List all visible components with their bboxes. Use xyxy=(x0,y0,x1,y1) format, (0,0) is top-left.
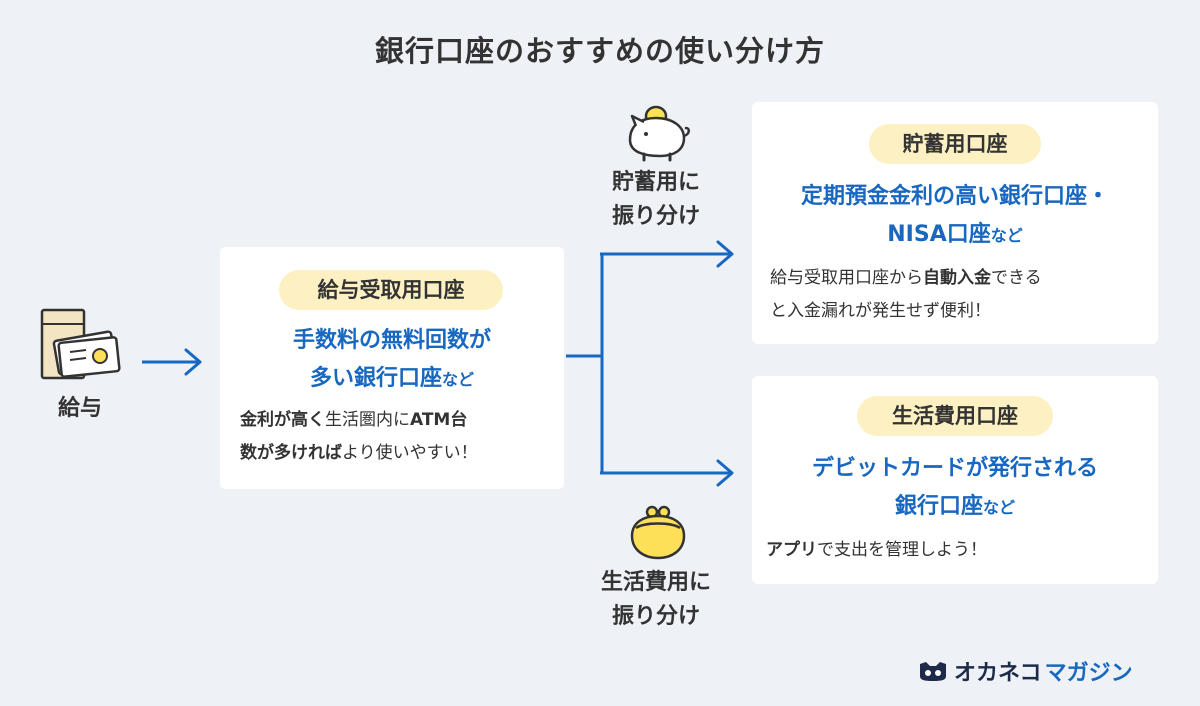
salary-account-head-line1: 手数料の無料回数が xyxy=(292,328,491,353)
living-account-head-small: など xyxy=(983,498,1016,517)
living-account-pill: 生活費用口座 xyxy=(857,396,1053,436)
desc-segment: 自動入金 xyxy=(923,268,991,288)
desc-segment: 数が多ければ xyxy=(240,443,342,463)
savings-route-line1: 貯蓄用に xyxy=(611,170,700,195)
arrow-salary-head xyxy=(184,348,202,376)
desc-segment: で支出を管理しよう！ xyxy=(817,540,987,560)
desc-segment: できる xyxy=(991,268,1042,288)
salary-envelope-icon xyxy=(40,308,121,380)
living-route-label: 生活費用に 振り分け xyxy=(580,566,732,634)
desc-segment: と入金漏れが発生せず便利！ xyxy=(770,301,991,321)
salary-account-head-small: など xyxy=(442,370,475,389)
living-account-head-main: 銀行口座 xyxy=(894,494,983,519)
logo-text-magazine: マガジン xyxy=(1044,661,1133,686)
living-route-line1: 生活費用に xyxy=(600,570,711,595)
salary-account-head-main: 多い銀行口座 xyxy=(309,366,442,391)
salary-label: 給与 xyxy=(57,396,102,421)
salary-account-desc: 金利が高く生活圏内にATM台 数が多ければより使いやすい！ xyxy=(240,404,560,470)
desc-segment: より使いやすい！ xyxy=(342,443,478,463)
living-account-head-line1: デビットカードが発行される xyxy=(811,456,1098,481)
living-account-desc: アプリで支出を管理しよう！ xyxy=(766,534,1150,567)
living-account-desc-line1: アプリで支出を管理しよう！ xyxy=(766,534,1150,567)
desc-segment: ATM台 xyxy=(410,410,468,430)
savings-route-line2: 振り分け xyxy=(611,204,700,229)
cat-face-icon xyxy=(920,662,946,681)
savings-account-head-line1: 定期預金金利の高い銀行口座・ xyxy=(800,184,1109,209)
piggy-bank-icon xyxy=(628,105,690,162)
savings-account-desc: 給与受取用口座から自動入金できる と入金漏れが発生せず便利！ xyxy=(770,262,1154,328)
desc-segment: 給与受取用口座から xyxy=(770,268,923,288)
branch-lower-head xyxy=(716,459,734,487)
coin-purse-icon xyxy=(630,505,686,560)
savings-route-label: 貯蓄用に 振り分け xyxy=(588,166,724,234)
desc-segment: 生活圏内に xyxy=(325,410,410,430)
salary-account-pill: 給与受取用口座 xyxy=(279,270,503,310)
savings-account-pill: 貯蓄用口座 xyxy=(869,124,1041,164)
logo-text-okaneko: オカネコ xyxy=(954,661,1042,686)
savings-account-head-small: など xyxy=(990,226,1023,245)
salary-account-desc-line2: 数が多ければより使いやすい！ xyxy=(240,437,560,470)
salary-account-desc-line1: 金利が高く生活圏内にATM台 xyxy=(240,404,560,437)
desc-segment: 金利が高く xyxy=(240,410,325,430)
savings-account-desc-line1: 給与受取用口座から自動入金できる xyxy=(770,262,1154,295)
branch-upper-head xyxy=(716,240,734,268)
living-account-head-line2: 銀行口座など xyxy=(752,488,1158,527)
savings-account-head-line2: NISA口座など xyxy=(752,216,1158,255)
diagram-title: 銀行口座のおすすめの使い分け方 xyxy=(374,34,825,68)
savings-account-head-main: NISA口座 xyxy=(887,222,991,247)
okaneko-magazine-logo: オカネコ マガジン xyxy=(918,654,1133,688)
salary-account-head-line2: 多い銀行口座など xyxy=(220,360,564,399)
living-route-line2: 振り分け xyxy=(611,604,700,629)
desc-segment: アプリ xyxy=(766,540,817,560)
savings-account-desc-line2: と入金漏れが発生せず便利！ xyxy=(770,295,1154,328)
